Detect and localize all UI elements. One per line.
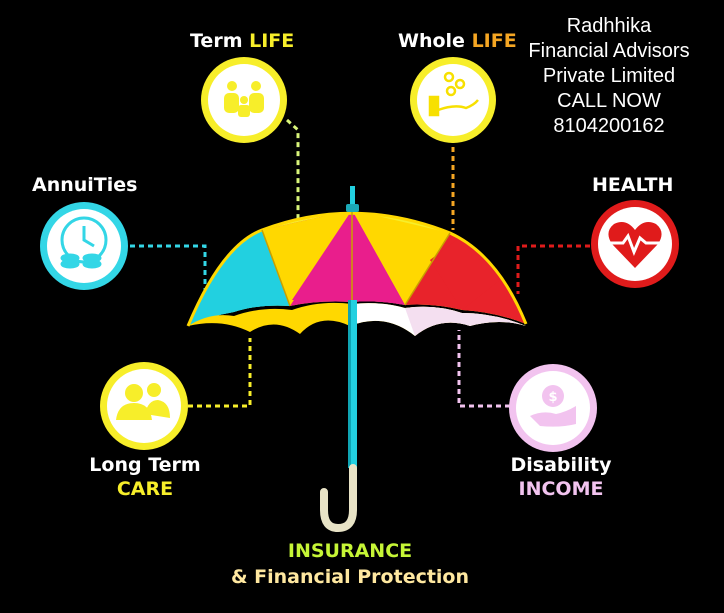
umbrella-icon [186,186,528,533]
company-name-line1: Radhhika [566,15,652,37]
disability-word1: Disability [510,454,612,476]
center-title: INSURANCE & Financial Protection [200,538,500,590]
health-badge[interactable] [591,200,679,288]
connector-health [516,244,590,294]
connector-term-life [285,118,300,220]
family-icon [224,81,264,117]
connector-lines [130,118,590,408]
company-name-line2: Financial Advisors [528,40,690,62]
whole-life-label: Whole LIFE [398,30,517,54]
term-life-label: Term LIFE [190,30,294,54]
care-badge[interactable] [100,362,188,450]
hand-coins-icon [428,71,479,117]
call-now-text: CALL NOW [557,90,661,112]
whole-life-badge[interactable] [410,57,496,143]
disability-label: Disability INCOME [502,454,620,502]
disability-badge[interactable]: $ [509,364,597,452]
heart-pulse-icon [608,222,662,268]
whole-life-word2: LIFE [471,30,517,52]
care-word1: Long Term [89,454,201,476]
insurance-heading: INSURANCE [287,540,413,562]
health-label: HEALTH [592,174,673,198]
term-life-badge[interactable] [201,57,287,143]
dollar-sign-glyph: $ [548,390,557,405]
term-life-word2: LIFE [249,30,295,52]
annuities-word: AnnuiTies [32,174,138,196]
care-word2: CARE [116,477,174,500]
hand-dollar-icon [530,385,576,427]
financial-protection-subheading: & Financial Protection [230,566,470,588]
connector-disability [457,330,510,408]
health-word: HEALTH [592,174,674,196]
people-icon [116,383,170,420]
whole-life-word1: Whole [398,30,465,52]
company-info: Radhhika Financial Advisors Private Limi… [500,14,718,139]
phone-number[interactable]: 8104200162 [553,115,665,137]
annuities-label: AnnuiTies [32,174,137,198]
company-name-line3: Private Limited [542,65,676,87]
connector-annuities [130,244,207,292]
annuities-badge[interactable] [40,202,128,290]
disability-word2: INCOME [518,477,604,500]
care-label: Long Term CARE [86,454,204,502]
clock-coins-icon [60,216,108,269]
connector-care [188,338,252,408]
term-life-word1: Term [190,30,243,52]
